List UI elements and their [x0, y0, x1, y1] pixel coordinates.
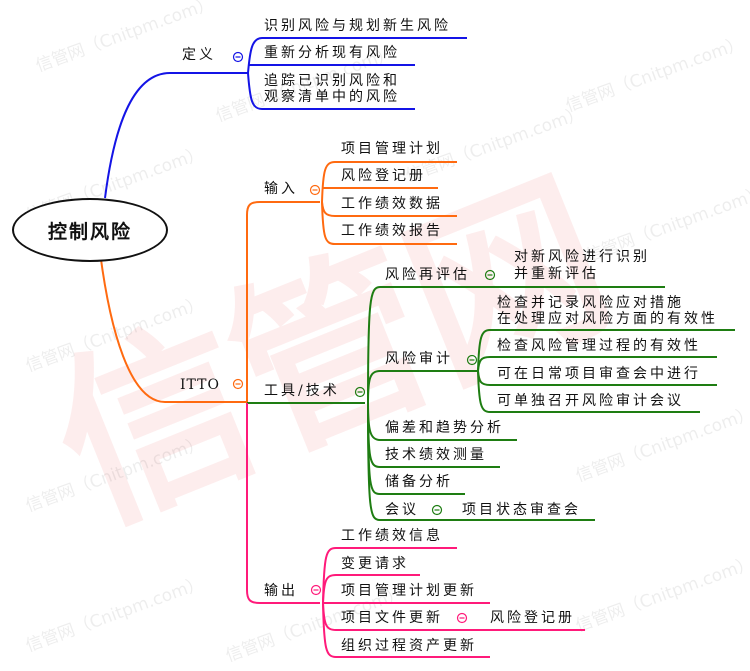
meeting-detail[interactable]: 项目状态审查会 [462, 502, 581, 518]
tool-reassessment[interactable]: 风险再评估 [385, 267, 470, 283]
audit-item[interactable]: 可在日常项目审查会中进行 [497, 366, 701, 382]
output-item[interactable]: 变更请求 [341, 556, 409, 572]
tool-reserve[interactable]: 储备分析 [385, 474, 453, 490]
reassessment-detail[interactable]: 对新风险进行识别 [514, 249, 650, 265]
audit-item[interactable]: 在处理应对风险方面的有效性 [497, 311, 718, 327]
audit-item[interactable]: 检查并记录风险应对措施 [497, 295, 684, 311]
node-inputs[interactable]: 输入 [264, 181, 298, 197]
node-tools[interactable]: 工具/技术 [264, 383, 340, 399]
definition-item[interactable]: 重新分析现有风险 [264, 45, 400, 61]
node-itto[interactable]: ITTO [180, 377, 220, 393]
tool-audit[interactable]: 风险审计 [385, 351, 453, 367]
output-item[interactable]: 组织过程资产更新 [341, 638, 477, 654]
output-item[interactable]: 工作绩效信息 [341, 528, 443, 544]
input-item[interactable]: 工作绩效报告 [341, 223, 443, 239]
audit-item[interactable]: 检查风险管理过程的有效性 [497, 338, 701, 354]
node-definition[interactable]: 定义 [182, 47, 216, 63]
definition-item[interactable]: 识别风险与规划新生风险 [264, 18, 451, 34]
reassessment-detail[interactable]: 并重新评估 [514, 266, 599, 282]
input-item[interactable]: 项目管理计划 [341, 141, 443, 157]
output-item[interactable]: 项目文件更新 [341, 610, 443, 626]
root-node[interactable]: 控制风险 [12, 198, 168, 262]
tool-meeting[interactable]: 会议 [385, 502, 419, 518]
definition-item[interactable]: 观察清单中的风险 [264, 89, 400, 105]
tool-variance[interactable]: 偏差和趋势分析 [385, 420, 504, 436]
audit-item[interactable]: 可单独召开风险审计会议 [497, 393, 684, 409]
tool-tpm[interactable]: 技术绩效测量 [385, 447, 487, 463]
output-item[interactable]: 项目管理计划更新 [341, 583, 477, 599]
doc-update-detail[interactable]: 风险登记册 [490, 610, 575, 626]
definition-item[interactable]: 追踪已识别风险和 [264, 73, 400, 89]
input-item[interactable]: 工作绩效数据 [341, 196, 443, 212]
input-item[interactable]: 风险登记册 [341, 168, 426, 184]
node-outputs[interactable]: 输出 [264, 583, 298, 599]
